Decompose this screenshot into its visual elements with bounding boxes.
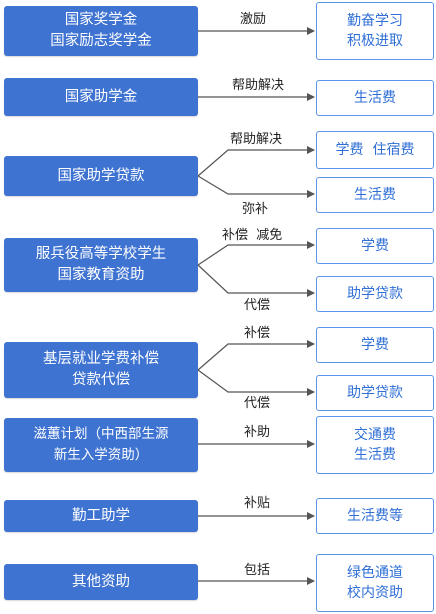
program-box-3: 国家助学贷款 — [4, 156, 198, 196]
program-6-line-2: 新生入学资助） — [53, 447, 149, 463]
target-box-4b: 助学贷款 — [316, 276, 434, 312]
program-box-8: 其他资助 — [4, 564, 198, 600]
relation-1: 激励 — [240, 12, 267, 27]
target-box-4a: 学费 — [316, 228, 434, 264]
program-8-line-1: 其他资助 — [72, 573, 130, 590]
relation-8: 包括 — [244, 563, 271, 578]
arrow-4b — [197, 264, 315, 297]
program-4-line-2: 国家教育资助 — [57, 267, 145, 283]
relation-4a: 补偿 减免 — [222, 228, 283, 243]
relation-2: 帮助解决 — [232, 78, 285, 93]
target-box-5a: 学费 — [316, 327, 434, 363]
relation-5b: 代偿 — [244, 396, 271, 411]
program-box-7: 勤工助学 — [4, 500, 198, 532]
target-5b-line-1: 助学贷款 — [347, 385, 403, 401]
program-1-line-1: 国家奖学金 — [64, 12, 138, 28]
target-3a-line-1: 学费 住宿费 — [335, 142, 415, 158]
relation-4b: 代偿 — [244, 298, 271, 313]
relation-7: 补贴 — [244, 496, 271, 511]
target-2-line-1: 生活费 — [354, 90, 396, 106]
target-7-line-1: 生活费等 — [347, 508, 403, 524]
program-3-line-1: 国家助学贷款 — [57, 167, 145, 184]
target-3b-line-1: 生活费 — [354, 187, 396, 203]
program-5-line-1: 基层就业学费补偿 — [43, 351, 159, 367]
arrow-3b — [197, 175, 315, 198]
program-6-line-1: 滋蕙计划（中西部生源 — [33, 426, 169, 442]
program-box-5: 基层就业学费补偿 贷款代偿 — [4, 342, 198, 398]
target-box-1: 勤奋学习 积极进取 — [316, 2, 434, 60]
arrow-5a — [197, 340, 315, 371]
target-6-line-2: 生活费 — [354, 447, 396, 463]
target-1-line-2: 积极进取 — [347, 33, 403, 49]
relation-3a: 帮助解决 — [230, 132, 283, 147]
relation-6: 补助 — [244, 425, 271, 440]
target-box-6: 交通费 生活费 — [316, 416, 434, 474]
program-box-6: 滋蕙计划（中西部生源 新生入学资助） — [4, 418, 198, 472]
target-box-7: 生活费等 — [316, 498, 434, 534]
program-1-line-2: 国家励志奖学金 — [50, 33, 152, 49]
arrow-5b — [197, 369, 315, 396]
program-box-4: 服兵役高等学校学生 国家教育资助 — [4, 238, 198, 292]
target-8-line-2: 校内资助 — [347, 585, 403, 601]
target-box-2: 生活费 — [316, 80, 434, 116]
program-2-line-1: 国家助学金 — [64, 88, 138, 105]
arrow-4a — [197, 241, 315, 266]
target-6-line-1: 交通费 — [354, 427, 396, 443]
target-5a-line-1: 学费 — [361, 337, 389, 353]
relation-5a: 补偿 — [244, 326, 271, 341]
program-box-1: 国家奖学金 国家励志奖学金 — [4, 6, 198, 56]
target-4b-line-1: 助学贷款 — [347, 286, 403, 302]
target-1-line-1: 勤奋学习 — [347, 13, 403, 29]
target-box-3b: 生活费 — [316, 177, 434, 213]
program-5-line-2: 贷款代偿 — [72, 372, 130, 388]
arrow-3a — [197, 146, 315, 177]
target-box-5b: 助学贷款 — [316, 375, 434, 411]
target-box-3a: 学费 住宿费 — [316, 131, 434, 169]
target-8-line-1: 绿色通道 — [347, 565, 403, 581]
target-4a-line-1: 学费 — [361, 238, 389, 254]
program-4-line-1: 服兵役高等学校学生 — [35, 246, 167, 262]
relation-3b: 弥补 — [242, 202, 269, 217]
program-box-2: 国家助学金 — [4, 78, 198, 116]
program-7-line-1: 勤工助学 — [72, 507, 130, 524]
target-box-8: 绿色通道 校内资助 — [316, 554, 434, 612]
